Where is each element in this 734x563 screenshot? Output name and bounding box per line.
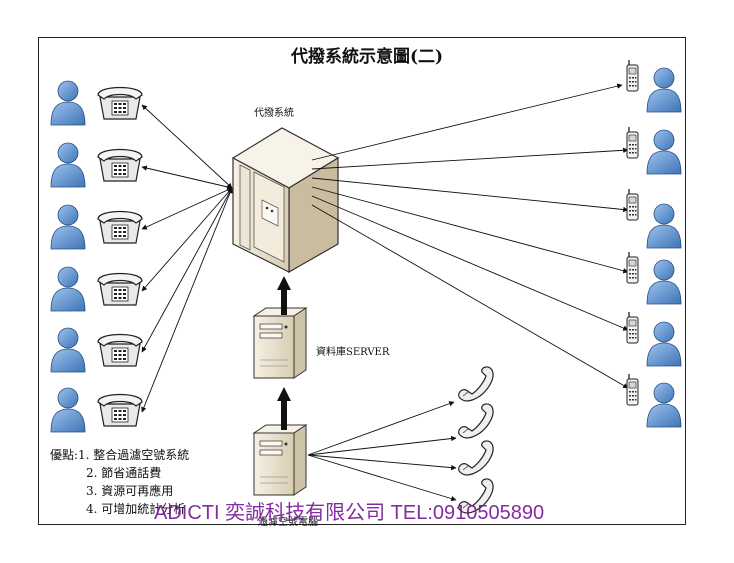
mobile-phone-icon [626, 188, 639, 221]
right-users-column [646, 67, 682, 428]
main-system-label: 代撥系統 [254, 108, 294, 119]
desk-phone-icon [97, 393, 143, 427]
desk-phone-icon [97, 210, 143, 244]
person-icon [50, 266, 86, 312]
advantage-item: 2. 節省通話費 [86, 466, 162, 480]
handset-icon [458, 403, 494, 439]
desk-phone-icon [97, 148, 143, 182]
right-mobile-phones-column [626, 59, 639, 406]
advantages-prefix: 優點: [50, 448, 79, 462]
filter-pc-label: 過濾空號電腦 [258, 517, 318, 528]
mobile-phone-icon [626, 251, 639, 284]
left-desk-phones-column [97, 86, 143, 427]
mobile-phone-icon [626, 126, 639, 159]
desk-phone-icon [97, 86, 143, 120]
advantage-item: 4. 可增加統計分析 [86, 502, 186, 516]
bidirectional-arrow [141, 187, 233, 292]
bidirectional-arrow [141, 187, 233, 413]
right-connection-arrows [311, 83, 629, 389]
person-icon [646, 259, 682, 305]
bidirectional-arrow [141, 165, 233, 190]
mobile-phone-icon [626, 373, 639, 406]
bottom-handsets-column [458, 366, 494, 514]
outgoing-arrow [311, 204, 629, 389]
person-icon [646, 67, 682, 113]
handset-icon [458, 366, 494, 402]
main-system-server [231, 127, 340, 274]
company-watermark: ADICTI 奕誠科技有限公司 TEL:0910505890 [154, 502, 545, 524]
handset-icon [458, 440, 494, 476]
outgoing-arrow [311, 195, 629, 331]
person-icon [50, 142, 86, 188]
person-icon [646, 321, 682, 367]
diagram-title: 代撥系統示意圖(二) [290, 47, 444, 67]
desk-phone-icon [97, 333, 143, 367]
advantages-list: 優點:1. 整合過濾空號系統 2. 節省通話費 3. 資源可再應用 4. 可增加… [50, 446, 189, 518]
outgoing-arrow [307, 454, 457, 502]
bidirectional-arrow [141, 187, 233, 230]
db-server-label: 資料庫SERVER [316, 347, 390, 358]
left-users-column [50, 80, 86, 433]
database-server [253, 307, 307, 379]
person-icon [50, 387, 86, 433]
outgoing-arrow [307, 454, 457, 471]
filter-pc-server [253, 424, 307, 496]
person-icon [50, 204, 86, 250]
bidirectional-arrow [141, 104, 233, 189]
person-icon [646, 203, 682, 249]
outgoing-arrow [311, 83, 623, 161]
person-icon [646, 129, 682, 175]
outgoing-arrow [311, 186, 629, 274]
person-icon [646, 382, 682, 428]
outgoing-arrow [311, 147, 629, 170]
advantage-item: 3. 資源可再應用 [86, 484, 174, 498]
mobile-phone-icon [626, 311, 639, 344]
advantage-item: 1. 整合過濾空號系統 [78, 448, 190, 462]
outgoing-arrow [307, 401, 455, 456]
bidirectional-arrow [141, 187, 233, 353]
upward-flow-arrows [277, 276, 291, 430]
left-connection-arrows [141, 104, 233, 413]
bottom-connection-arrows [307, 401, 457, 502]
person-icon [50, 80, 86, 126]
person-icon [50, 327, 86, 373]
outgoing-arrow [307, 435, 457, 456]
outgoing-arrow [311, 177, 629, 213]
desk-phone-icon [97, 272, 143, 306]
